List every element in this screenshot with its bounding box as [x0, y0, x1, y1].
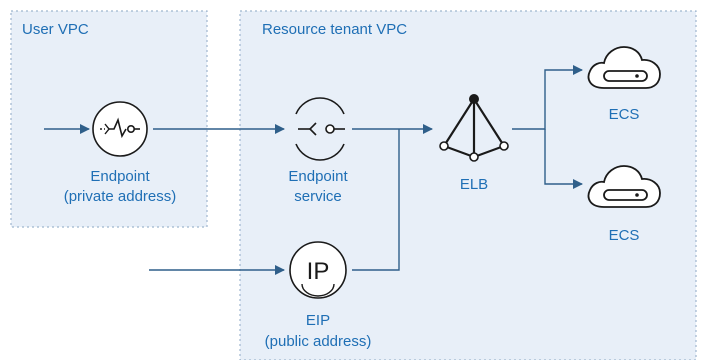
elb-to-ecs-bottom-arrow: [544, 129, 583, 189]
eip-icon-text: IP: [307, 258, 330, 285]
eip-node: IP EIP (public address): [265, 241, 372, 350]
endpoint-icon: [92, 101, 148, 157]
ecs-bottom-label: ECS: [609, 227, 640, 244]
elb-label: ELB: [460, 176, 488, 193]
endpoint-node: Endpoint (private address): [64, 101, 177, 205]
eip-label-line2: (public address): [265, 333, 372, 350]
endpoint-label-line2: (private address): [64, 188, 177, 205]
endpoint-service-label-line2: service: [294, 188, 342, 205]
cloud-server-icon: [587, 165, 661, 208]
connectors: [44, 65, 583, 275]
ecs-top-label: ECS: [609, 106, 640, 123]
endpoint-service-icon: [295, 97, 345, 161]
eip-to-junction-line: [352, 129, 400, 271]
endpoint-service-node: Endpoint service: [288, 97, 348, 205]
user-vpc-label: User VPC: [22, 21, 89, 38]
resource-vpc-label: Resource tenant VPC: [262, 21, 407, 38]
eip-icon: IP: [289, 241, 347, 299]
cloud-server-icon: [587, 46, 661, 89]
endpoint-label-line1: Endpoint: [90, 168, 150, 185]
load-balancer-icon: [439, 94, 509, 162]
ecs-top-node: ECS: [587, 46, 661, 123]
elb-node: ELB: [439, 94, 509, 193]
endpoint-service-label-line1: Endpoint: [288, 168, 348, 185]
elb-to-ecs-top-arrow: [512, 65, 583, 130]
ecs-bottom-node: ECS: [587, 165, 661, 244]
eip-label-line1: EIP: [306, 312, 330, 329]
